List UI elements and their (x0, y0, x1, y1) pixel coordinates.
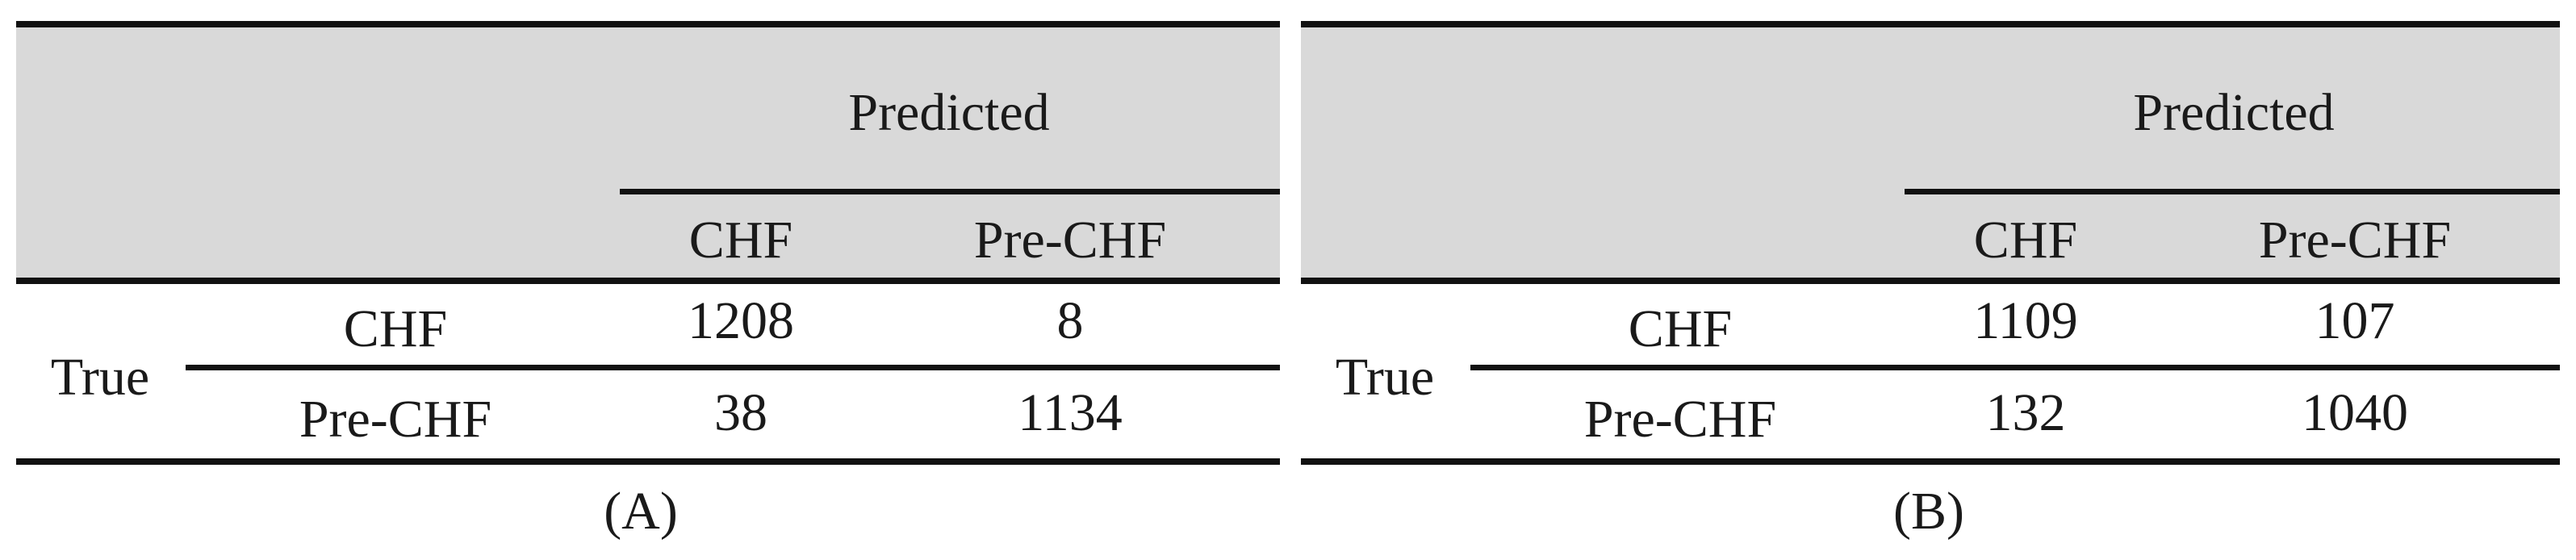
row-group-true: True (50, 348, 150, 407)
top-rule (1301, 21, 2560, 27)
row-label-pre-chf: Pre-CHF (299, 390, 492, 449)
cell-pre-chf-pre-chf: 1040 (2302, 383, 2408, 442)
cell-pre-chf-pre-chf: 1134 (1018, 383, 1123, 442)
bottom-rule (1301, 458, 2560, 465)
top-rule (16, 21, 1280, 27)
header-bottom-rule (1301, 278, 2560, 284)
header-band (16, 24, 1280, 281)
predicted-header: Predicted (2133, 83, 2335, 142)
row-separator-rule (1470, 365, 2560, 370)
cell-chf-pre-chf: 107 (2315, 291, 2395, 350)
panel-caption: (A) (604, 482, 678, 541)
cell-chf-chf: 1109 (1973, 291, 2078, 350)
column-header-pre-chf: Pre-CHF (2258, 211, 2452, 270)
cell-chf-chf: 1208 (688, 291, 794, 350)
predicted-rule (1905, 189, 2560, 194)
bottom-rule (16, 458, 1280, 465)
header-bottom-rule (16, 278, 1280, 284)
row-group-true: True (1335, 348, 1435, 407)
column-header-chf: CHF (1973, 211, 2078, 270)
confusion-matrix-b: Predicted CHF Pre-CHF True CHF Pre-CHF 1… (1301, 0, 2560, 560)
column-header-pre-chf: Pre-CHF (973, 211, 1167, 270)
predicted-header: Predicted (848, 83, 1050, 142)
cell-chf-pre-chf: 8 (1056, 291, 1084, 350)
panel-caption: (B) (1893, 482, 1964, 541)
column-header-chf: CHF (688, 211, 793, 270)
header-band (1301, 24, 2560, 281)
confusion-matrix-a: Predicted CHF Pre-CHF True CHF Pre-CHF 1… (16, 0, 1280, 560)
cell-pre-chf-chf: 38 (714, 383, 767, 442)
row-label-chf: CHF (343, 299, 448, 358)
predicted-rule (620, 189, 1280, 194)
row-label-chf: CHF (1628, 299, 1733, 358)
cell-pre-chf-chf: 132 (1985, 383, 2066, 442)
row-separator-rule (186, 365, 1280, 370)
row-label-pre-chf: Pre-CHF (1583, 390, 1777, 449)
